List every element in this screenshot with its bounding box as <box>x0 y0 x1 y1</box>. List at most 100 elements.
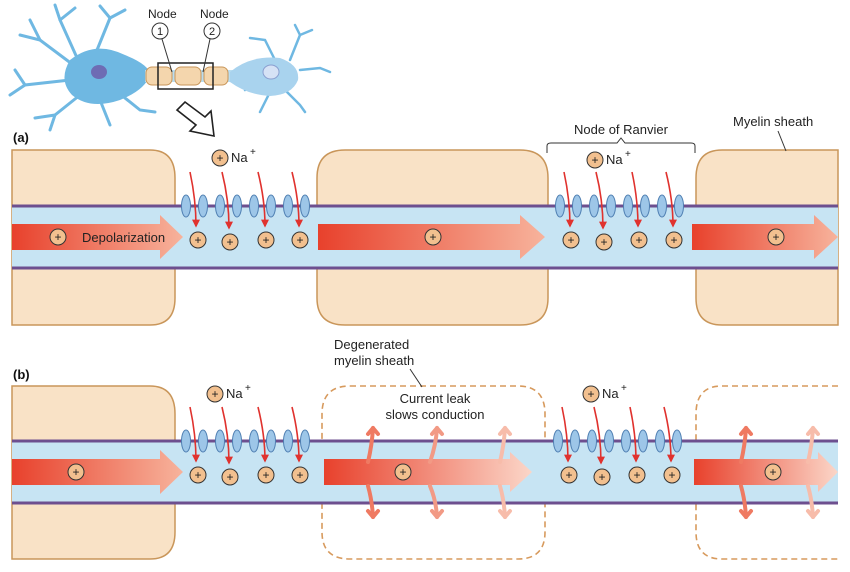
svg-text:+: + <box>587 387 594 401</box>
ion-a-5: + <box>291 231 309 249</box>
zoom-arrow-icon <box>175 100 215 138</box>
svg-text:+: + <box>296 233 303 247</box>
ion-b-8: + <box>593 468 611 486</box>
ion-b-2: + <box>189 466 207 484</box>
ion-b-10: + <box>663 466 681 484</box>
svg-text:Na: Na <box>606 152 623 167</box>
ion-a-10: + <box>665 231 683 249</box>
channels-b-node1 <box>181 429 310 453</box>
svg-text:+: + <box>621 383 627 394</box>
svg-text:+: + <box>772 230 779 244</box>
svg-text:+: + <box>262 233 269 247</box>
svg-text:+: + <box>635 233 642 247</box>
sodium-label-a-2: + Na + <box>586 149 631 169</box>
current-leak-line2: slows conduction <box>386 407 485 422</box>
svg-text:+: + <box>250 147 256 158</box>
panel-a: (a) <box>11 114 839 326</box>
ion-b-5: + <box>291 466 309 484</box>
weakened-arrow-b-2 <box>324 452 532 492</box>
current-leak-line1: Current leak <box>400 391 471 406</box>
sodium-arrows-a <box>189 171 677 230</box>
degenerated-label-line2: myelin sheath <box>334 353 414 368</box>
svg-text:+: + <box>296 468 303 482</box>
ion-b-6: + <box>394 463 412 481</box>
node2-pointer <box>202 38 211 73</box>
svg-text:+: + <box>245 383 251 394</box>
ion-b-11: + <box>764 463 782 481</box>
svg-text:+: + <box>226 470 233 484</box>
svg-text:+: + <box>769 465 776 479</box>
neuron-left-nucleus <box>91 65 107 79</box>
degenerated-label-line1: Degenerated <box>334 337 409 352</box>
node1-label: Node <box>148 7 177 21</box>
ion-b-7: + <box>560 466 578 484</box>
depolarization-arrow-a-1 <box>12 215 183 259</box>
myelin-sheath-label: Myelin sheath <box>733 114 813 129</box>
degenerated-myelin-b-2 <box>321 385 546 560</box>
neuron-inset: Node 1 Node 2 <box>8 3 332 138</box>
ion-a-11: + <box>767 228 785 246</box>
node2-label: Node <box>200 7 229 21</box>
neuron-right-soma <box>230 57 299 96</box>
ions-a: + + + + + + + + + + + <box>49 228 785 251</box>
svg-text:+: + <box>565 468 572 482</box>
ion-b-4: + <box>257 466 275 484</box>
node1-number: 1 <box>157 26 163 38</box>
inset-myelin-1 <box>145 66 173 86</box>
svg-text:+: + <box>216 151 223 165</box>
svg-text:+: + <box>625 149 631 160</box>
channels-a-node2 <box>555 194 684 218</box>
svg-text:+: + <box>226 235 233 249</box>
svg-text:+: + <box>591 153 598 167</box>
ions-b: + + + + + + + + + + + <box>67 463 782 486</box>
ion-b-9: + <box>628 466 646 484</box>
svg-text:+: + <box>194 468 201 482</box>
svg-text:+: + <box>211 387 218 401</box>
node1-pointer <box>161 38 173 73</box>
node2-number-circle <box>203 22 221 40</box>
sodium-label-a-1: + Na + <box>211 147 256 167</box>
svg-text:+: + <box>633 468 640 482</box>
svg-text:+: + <box>194 233 201 247</box>
svg-text:+: + <box>668 468 675 482</box>
inset-zoom-box <box>157 62 214 90</box>
myelin-sheath-pointer <box>777 130 787 152</box>
depolarization-label: Depolarization <box>82 230 165 245</box>
svg-text:Na: Na <box>231 150 248 165</box>
panel-b: (b) <box>11 337 838 560</box>
svg-text:+: + <box>598 470 605 484</box>
node-of-ranvier-label: Node of Ranvier <box>574 122 669 137</box>
ion-a-4: + <box>257 231 275 249</box>
ion-a-9: + <box>630 231 648 249</box>
svg-text:+: + <box>670 233 677 247</box>
degenerated-pointer <box>409 368 423 388</box>
channels-a-node1 <box>181 194 310 218</box>
ion-b-1: + <box>67 463 85 481</box>
svg-text:+: + <box>72 465 79 479</box>
depolarization-arrow-b-1 <box>12 450 183 494</box>
neuron-right-nucleus <box>262 64 280 80</box>
inset-myelin-2 <box>174 66 202 86</box>
ion-b-3: + <box>221 468 239 486</box>
ion-a-6: + <box>424 228 442 246</box>
node1-number-circle <box>151 22 169 40</box>
neuron-left-soma <box>64 48 150 104</box>
node2-number: 2 <box>209 26 215 38</box>
ion-a-2: + <box>189 231 207 249</box>
svg-text:+: + <box>399 465 406 479</box>
channels-b-node2 <box>553 429 682 453</box>
node-of-ranvier-bracket <box>546 137 696 153</box>
ion-a-3: + <box>221 233 239 251</box>
leak-arrows <box>366 426 820 519</box>
ion-a-7: + <box>562 231 580 249</box>
panel-b-label: (b) <box>13 367 30 382</box>
depolarization-arrow-a-3 <box>692 215 838 259</box>
svg-text:+: + <box>429 230 436 244</box>
inset-myelin-3 <box>203 66 229 86</box>
ion-a-8: + <box>595 233 613 251</box>
sodium-label-b-2: + Na + <box>582 383 627 403</box>
svg-text:+: + <box>567 233 574 247</box>
sodium-label-b-1: + Na + <box>206 383 251 403</box>
svg-text:+: + <box>600 235 607 249</box>
